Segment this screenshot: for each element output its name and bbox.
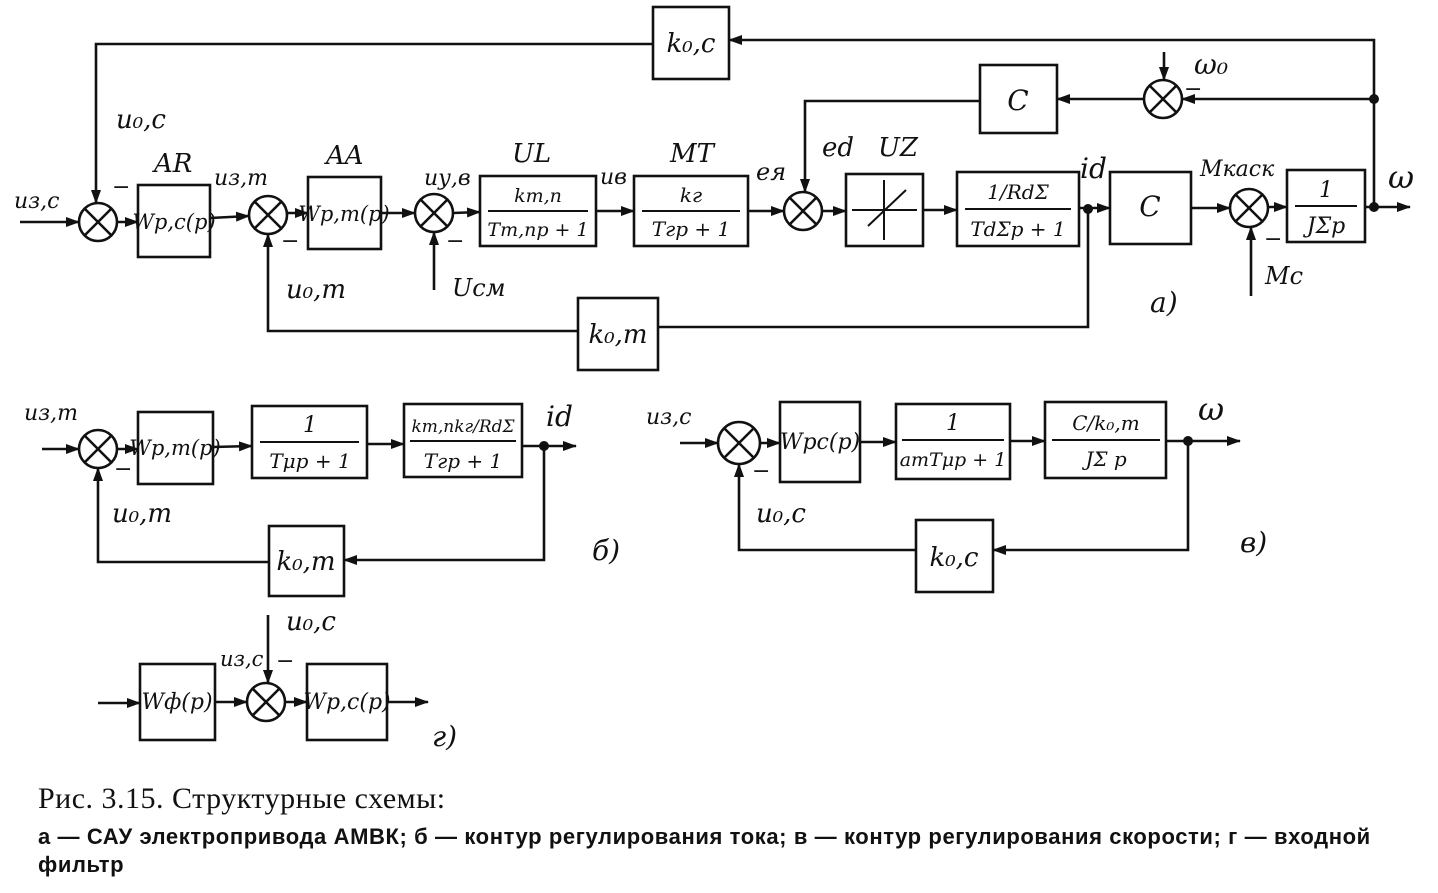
sig-g-u-zs: uз,c bbox=[220, 647, 264, 671]
sum-junction-torque bbox=[1228, 187, 1270, 229]
sig-b-u-zt: uз,т bbox=[24, 401, 78, 426]
tag-a: а) bbox=[1150, 286, 1178, 319]
tf-mech-den: JΣp bbox=[1303, 214, 1345, 239]
sum-junction-v bbox=[716, 420, 762, 466]
sig-a-omega0: ω₀ bbox=[1194, 48, 1228, 81]
minus-v: − bbox=[752, 459, 770, 484]
tf-mech-num: 1 bbox=[1319, 178, 1333, 203]
junction-dot-b-id bbox=[539, 441, 549, 451]
junction-dot-omega-top bbox=[1369, 94, 1379, 104]
sig-a-i-d: id bbox=[1080, 152, 1107, 185]
sum-junction-speed bbox=[77, 201, 119, 243]
sig-a-omega: ω bbox=[1388, 158, 1414, 196]
tf-v-w-rs: Wрc(p) bbox=[780, 430, 860, 455]
sig-a-m-kask: Mкаск bbox=[1199, 157, 1275, 182]
tf-v-f-den: aтTμp + 1 bbox=[900, 449, 1007, 471]
sig-a-u-os: u₀,c bbox=[116, 105, 166, 135]
sig-a-e-d: ed bbox=[822, 133, 854, 163]
minus-a-3: − bbox=[446, 229, 464, 254]
sig-a-u-sm: Uсм bbox=[452, 274, 506, 302]
tf-ul-den: Tт,пp + 1 bbox=[487, 219, 588, 241]
sig-b-u-ot: u₀,т bbox=[112, 499, 172, 529]
uz-characteristic bbox=[852, 180, 917, 240]
tf-w-rt: Wр,т(p) bbox=[298, 202, 389, 226]
tf-c-emf: C bbox=[1007, 84, 1028, 117]
tf-b-k-ot: k₀,т bbox=[276, 547, 335, 577]
tf-k-ot: k₀,т bbox=[588, 320, 647, 350]
tf-c-torque: C bbox=[1139, 190, 1160, 223]
tf-v-g-den: JΣ p bbox=[1081, 447, 1127, 471]
minus-b: − bbox=[114, 457, 132, 482]
block-k-ot bbox=[576, 296, 660, 372]
junction-dot-omega bbox=[1369, 202, 1379, 212]
tf-mt-den: Tгp + 1 bbox=[652, 217, 730, 241]
minus-a-5: − bbox=[1184, 77, 1202, 102]
sig-g-u-os: u₀,c bbox=[286, 607, 336, 637]
sig-a-u-zs: uз,c bbox=[14, 189, 59, 214]
tf-load-num: 1/RdΣ bbox=[987, 180, 1049, 204]
tf-load-den: TdΣp + 1 bbox=[970, 217, 1065, 241]
sum-junction-bias bbox=[413, 192, 455, 234]
tf-v-f-num: 1 bbox=[946, 411, 960, 436]
sig-v-u-zs: uз,c bbox=[646, 405, 691, 430]
tf-b-g-num: kт,пkг/RdΣ bbox=[411, 417, 515, 437]
tf-g-w-f: Wф(p) bbox=[141, 690, 212, 715]
minus-a-1: − bbox=[112, 175, 130, 200]
tf-w-rs: Wр,c(p) bbox=[132, 210, 215, 234]
label-uz: UZ bbox=[878, 133, 919, 163]
tf-b-w-rt: Wр,т(p) bbox=[129, 436, 220, 460]
sum-junction-emf bbox=[782, 190, 824, 232]
sig-a-u-yv: uу,в bbox=[424, 166, 471, 191]
figure-caption-title: Рис. 3.15. Структурные схемы: bbox=[38, 782, 446, 815]
sig-a-u-zt: uз,т bbox=[214, 166, 268, 191]
sig-a-e-ya: eя bbox=[756, 158, 786, 186]
minus-g: − bbox=[276, 649, 294, 674]
minus-a-4: − bbox=[1264, 227, 1282, 252]
tf-b-f-num: 1 bbox=[303, 413, 317, 438]
tf-k-os-top: k₀,c bbox=[666, 29, 715, 59]
sig-a-m-c: Mc bbox=[1264, 262, 1303, 290]
tag-v: в) bbox=[1240, 526, 1267, 559]
sum-junction-b bbox=[77, 428, 119, 470]
tf-b-f-den: Tμp + 1 bbox=[269, 449, 350, 473]
block-v-k-os bbox=[914, 518, 995, 594]
sum-junction-g bbox=[245, 681, 287, 723]
figure-caption-body: а — САУ электропривода АМВК; б — контур … bbox=[38, 824, 1371, 877]
sum-junction-omega0 bbox=[1142, 78, 1184, 120]
tag-g: г) bbox=[432, 720, 457, 753]
sig-a-u-v: uв bbox=[600, 165, 627, 190]
sig-b-i-d: id bbox=[546, 400, 573, 433]
tf-g-w-rs: Wр,c(p) bbox=[303, 690, 390, 715]
label-mt: MT bbox=[669, 139, 716, 169]
label-aa: AA bbox=[324, 141, 364, 171]
junction-dot-v-omega bbox=[1183, 436, 1193, 446]
tf-b-g-den: Tгp + 1 bbox=[424, 449, 502, 473]
minus-a-2: − bbox=[281, 229, 299, 254]
sig-v-u-os: u₀,c bbox=[756, 499, 806, 529]
junction-dot-id bbox=[1083, 204, 1093, 214]
tf-v-k-os: k₀,c bbox=[929, 543, 978, 573]
tf-mt-num: kг bbox=[680, 183, 702, 207]
sig-v-omega: ω bbox=[1198, 390, 1224, 428]
sig-a-u-ot: u₀,т bbox=[286, 275, 346, 305]
label-ul: UL bbox=[512, 139, 551, 169]
label-ar: AR bbox=[152, 149, 192, 179]
tf-v-g-num: C/k₀,т bbox=[1072, 411, 1140, 435]
tf-ul-num: kт,п bbox=[514, 185, 562, 207]
tag-b: б) bbox=[592, 534, 620, 567]
